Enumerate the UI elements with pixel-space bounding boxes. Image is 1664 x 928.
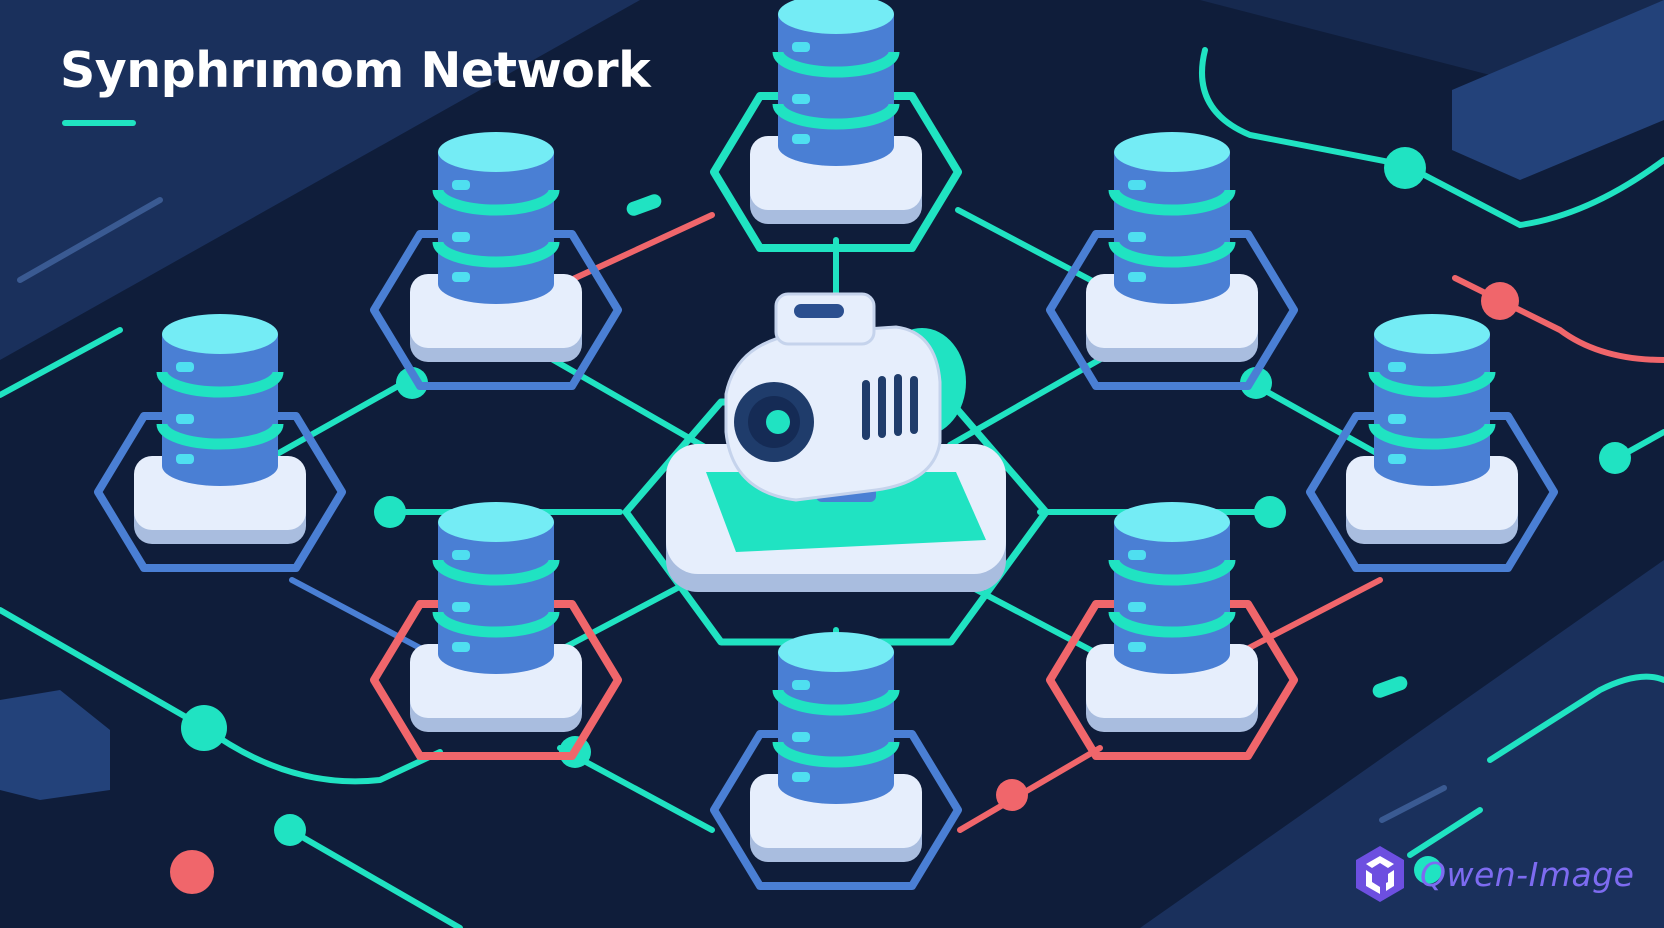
db-node-upper-left	[374, 132, 618, 386]
db-node-right	[1310, 314, 1554, 568]
qwen-logo-icon	[1356, 846, 1404, 902]
db-node-upper-right	[1050, 132, 1294, 386]
page-title: Synphrımom Network	[60, 42, 651, 99]
watermark-text: Qwen-Image	[1420, 854, 1635, 894]
junction-dots	[170, 147, 1631, 894]
db-node-lower-left	[374, 502, 618, 756]
db-node-lower-right	[1050, 502, 1294, 756]
camera-icon	[724, 292, 966, 502]
connections	[0, 47, 1664, 928]
hub-node	[622, 292, 1050, 646]
title-underline	[62, 120, 136, 126]
watermark: Qwen-Image	[1348, 842, 1634, 906]
db-node-top	[714, 0, 958, 248]
db-node-bottom	[714, 632, 958, 886]
